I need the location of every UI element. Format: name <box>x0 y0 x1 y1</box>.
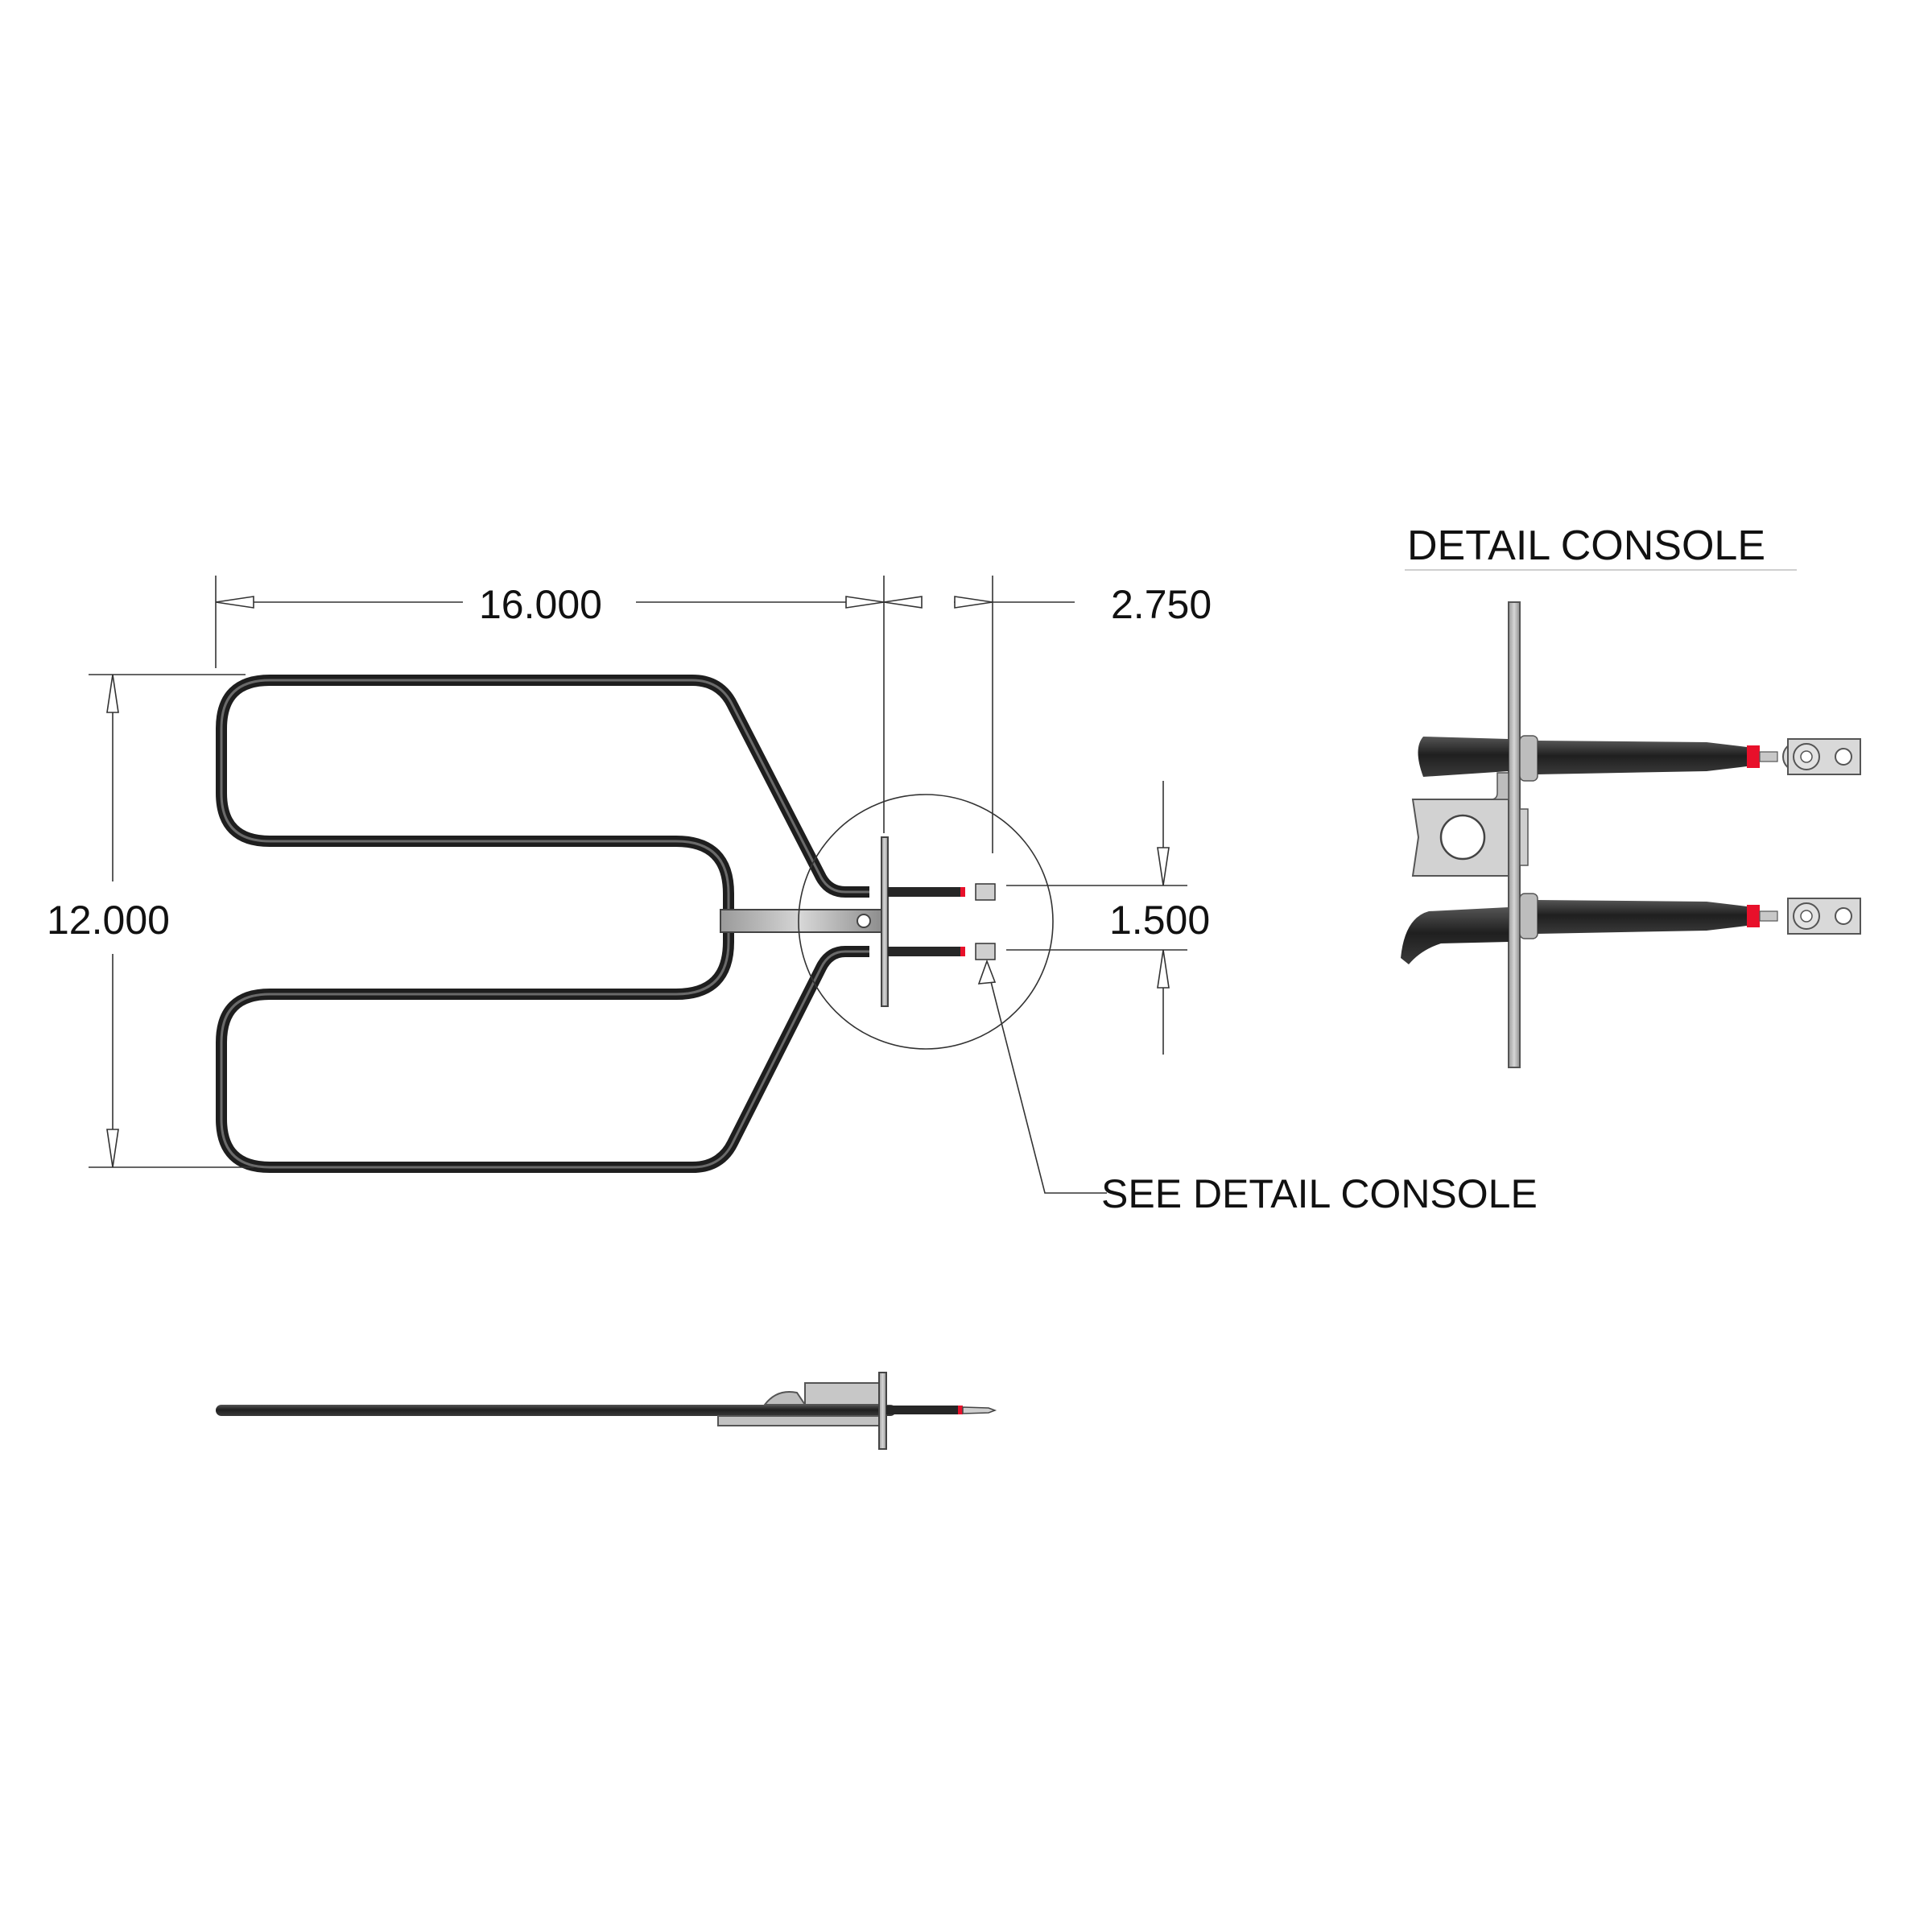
detail-washer-lower <box>1519 893 1538 939</box>
dimension-terminal-spacing-label: 1.500 <box>1109 898 1210 943</box>
side-view-bracket-curve <box>762 1391 807 1406</box>
detail-bracket-hole <box>1439 814 1486 861</box>
detail-stem-lower <box>1759 910 1778 922</box>
side-view-bracket-lower <box>717 1415 880 1426</box>
dimension-height-label: 12.000 <box>47 898 170 943</box>
insulator-upper <box>960 887 965 897</box>
mounting-plate <box>881 836 889 1007</box>
dimension-terminal-length: 2.750 <box>883 576 1212 853</box>
detail-console-view: DETAIL CONSOLE <box>1401 522 1861 1068</box>
dimension-length: 16.000 <box>215 576 885 833</box>
dimension-length-label: 16.000 <box>479 582 602 627</box>
side-view-mounting-plate <box>878 1372 887 1450</box>
detail-tab-lower-hole <box>1835 907 1852 925</box>
dimension-height: 12.000 <box>47 674 254 1168</box>
side-view-terminal-tab <box>962 1406 997 1414</box>
detail-leader-line <box>986 965 1107 1194</box>
side-view-terminal-rod <box>886 1406 960 1414</box>
see-detail-callout: SEE DETAIL CONSOLE <box>1101 1171 1538 1216</box>
dimension-terminal-spacing: 1.500 <box>1006 781 1210 1055</box>
terminal-tab-lower <box>975 943 996 960</box>
detail-circle <box>798 794 1054 1050</box>
detail-washer-upper <box>1519 735 1538 782</box>
leader-arrowhead <box>977 959 997 985</box>
detail-element-lower <box>1401 907 1509 964</box>
detail-tab-upper-hole <box>1835 748 1852 766</box>
insulator-lower <box>960 947 965 956</box>
detail-rod-lower <box>1538 900 1747 934</box>
detail-bracket-flange <box>1519 808 1529 866</box>
detail-stem-upper <box>1759 751 1778 762</box>
terminal-rod-lower <box>888 947 962 956</box>
side-view-bracket-upper <box>804 1382 882 1406</box>
detail-console-title: DETAIL CONSOLE <box>1407 522 1765 569</box>
bracket-hole <box>857 914 871 928</box>
detail-insulator-lower <box>1747 905 1760 927</box>
detail-rod-upper <box>1538 741 1747 774</box>
detail-element-upper <box>1418 737 1509 777</box>
terminal-rod-upper <box>888 887 962 897</box>
side-view-element-rod <box>216 1405 896 1416</box>
detail-bracket-bend <box>1490 772 1509 800</box>
heating-element-front-view <box>216 675 996 1173</box>
detail-nut-lower-hole <box>1800 910 1813 923</box>
detail-mounting-plate <box>1508 601 1521 1068</box>
detail-nut-upper-hole <box>1800 750 1813 763</box>
detail-insulator-upper <box>1747 745 1760 768</box>
terminal-tab-upper <box>975 883 996 901</box>
side-view-insulator <box>958 1406 963 1414</box>
dimension-terminal-length-label: 2.750 <box>1111 582 1212 627</box>
heating-element-side-view <box>216 1372 997 1450</box>
